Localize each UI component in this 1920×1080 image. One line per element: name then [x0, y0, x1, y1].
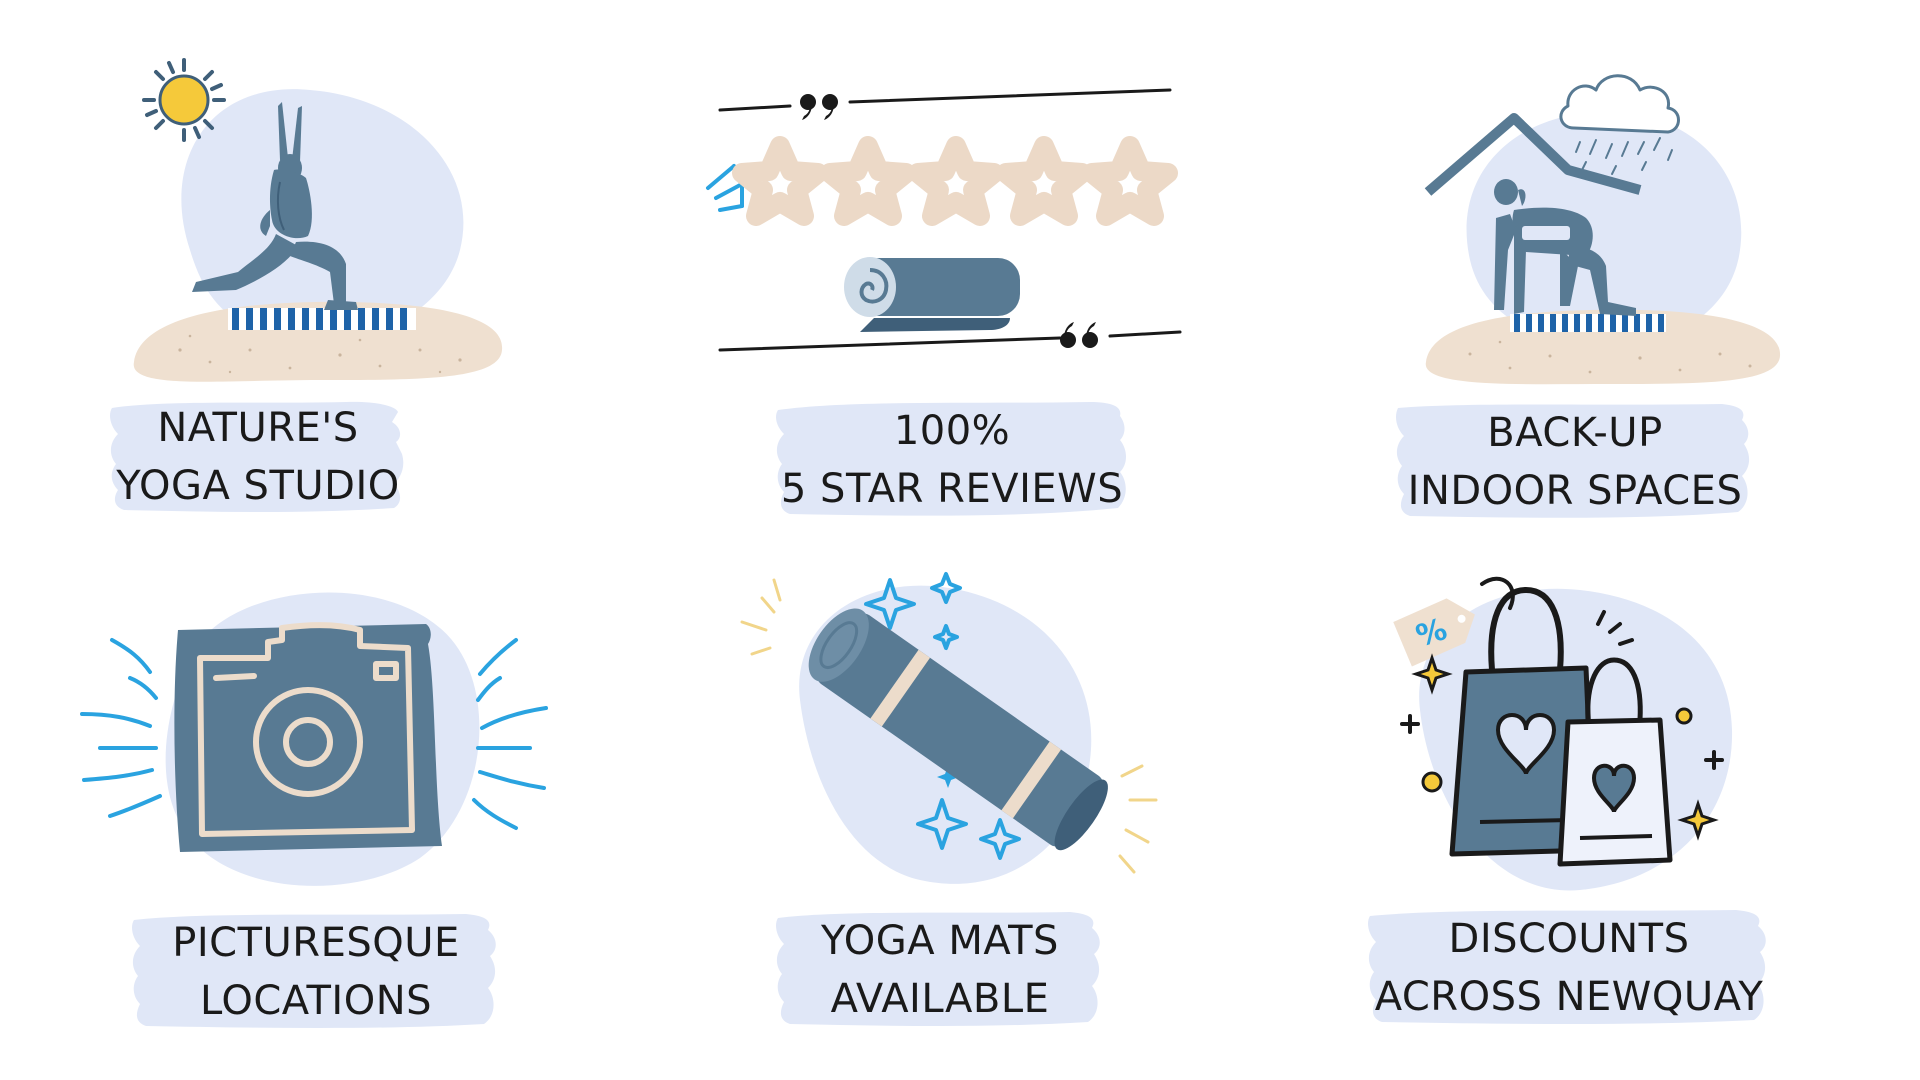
feature-label-line1: BACK-UP — [1487, 410, 1663, 456]
feature-discounts-across-newquay: % — [1368, 560, 1800, 1040]
feature-label-line1: DISCOUNTS — [1448, 916, 1690, 962]
feature-label: DISCOUNTS ACROSS NEWQUAY — [1362, 906, 1776, 1030]
feature-label: YOGA MATS AVAILABLE — [770, 908, 1110, 1032]
feature-label: BACK-UP INDOOR SPACES — [1392, 400, 1758, 524]
feature-label-line2: LOCATIONS — [199, 978, 433, 1024]
feature-label-text: YOGA MATS AVAILABLE — [770, 908, 1110, 1032]
label-brush-bg — [1396, 404, 1750, 518]
feature-label-text: DISCOUNTS ACROSS NEWQUAY — [1362, 906, 1776, 1030]
feature-label-line1: YOGA MATS — [821, 918, 1059, 964]
feature-five-star-reviews: 100% 5 STAR REVIEWS — [680, 70, 1200, 530]
feature-label-line1: 100% — [893, 408, 1011, 454]
rolled-yoga-mat-icon — [740, 572, 1158, 884]
feature-label-text: BACK-UP INDOOR SPACES — [1392, 400, 1758, 524]
label-brush-bg — [776, 912, 1100, 1026]
feature-natures-yoga-studio: NATURE'S YOGA STUDIO — [110, 50, 520, 530]
shopping-bags-discount-icon: % — [1393, 576, 1733, 891]
feature-label-line2: YOGA STUDIO — [116, 463, 400, 509]
indoor-rain-house-icon — [1424, 74, 1781, 385]
feature-yoga-mats-available: YOGA MATS AVAILABLE — [730, 560, 1190, 1040]
feature-label-line2: 5 STAR REVIEWS — [780, 466, 1124, 512]
label-brush-bg — [110, 401, 404, 512]
feature-label: PICTURESQUE LOCATIONS — [126, 910, 506, 1034]
feature-picturesque-locations: PICTURESQUE LOCATIONS — [70, 548, 570, 1048]
feature-backup-indoor-spaces: BACK-UP INDOOR SPACES — [1396, 50, 1810, 530]
label-brush-bg — [132, 914, 496, 1028]
feature-label-line2: AVAILABLE — [830, 976, 1050, 1022]
yoga-pose-sun-icon — [133, 58, 503, 382]
feature-label-text: NATURE'S YOGA STUDIO — [106, 398, 410, 516]
feature-label: 100% 5 STAR REVIEWS — [770, 398, 1134, 522]
label-brush-bg — [1368, 910, 1766, 1024]
feature-label-text: 100% 5 STAR REVIEWS — [770, 398, 1134, 522]
camera-icon — [80, 592, 548, 886]
feature-label: NATURE'S YOGA STUDIO — [106, 398, 410, 516]
feature-label-line1: NATURE'S — [157, 405, 359, 451]
label-brush-bg — [776, 402, 1126, 516]
feature-label-line2: INDOOR SPACES — [1407, 468, 1743, 514]
feature-label-line2: ACROSS NEWQUAY — [1374, 974, 1764, 1020]
feature-label-text: PICTURESQUE LOCATIONS — [126, 910, 506, 1034]
five-star-review-icon — [706, 88, 1182, 352]
feature-label-line1: PICTURESQUE — [172, 920, 460, 966]
